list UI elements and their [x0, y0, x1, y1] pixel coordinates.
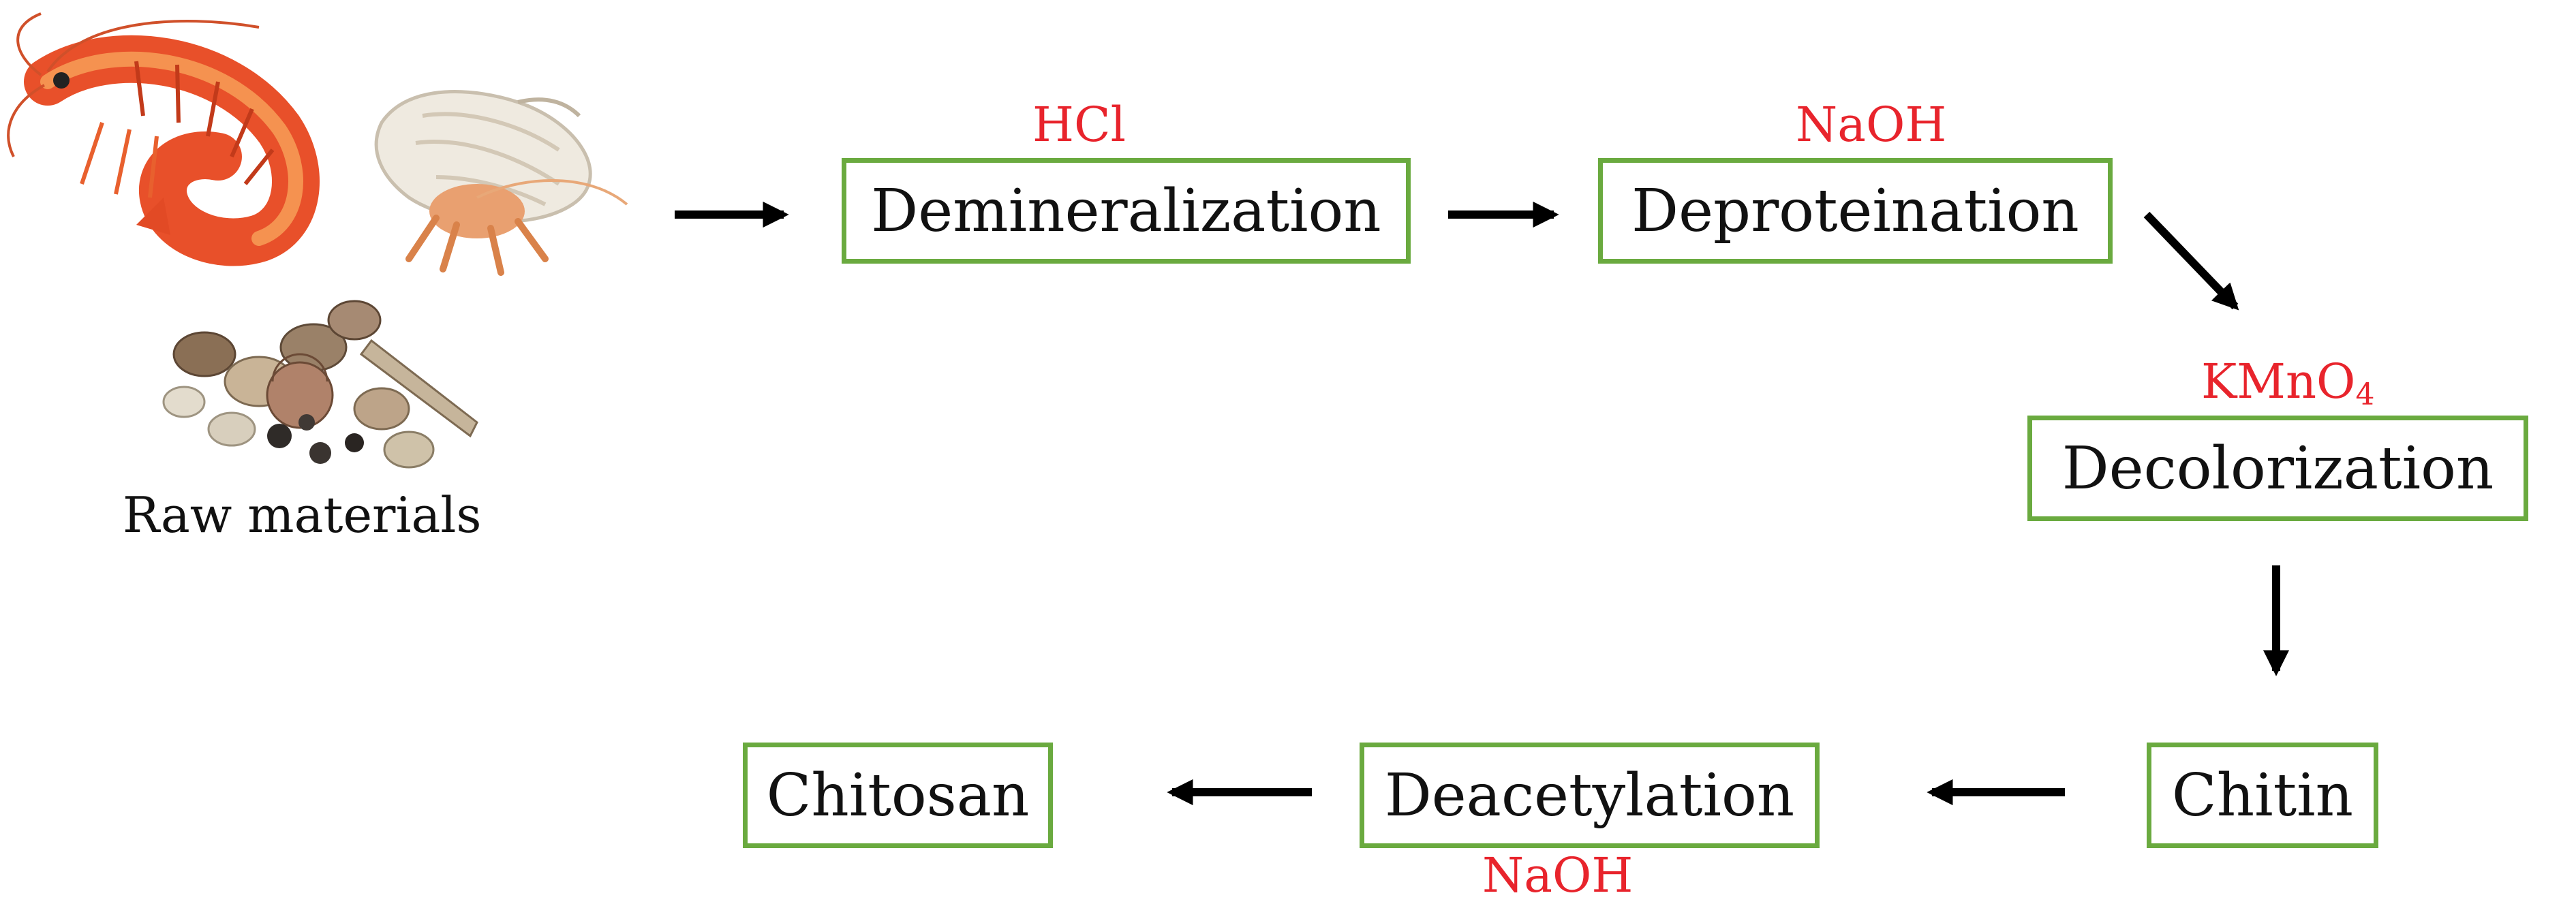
decolorization-box: Decolorization	[2027, 416, 2528, 521]
hermit-crab-illustration	[374, 90, 628, 276]
reagent-naoh-deacetylation: NaOH	[1482, 847, 1634, 903]
shells-clams-illustration	[162, 300, 478, 469]
chitosan-box: Chitosan	[743, 743, 1053, 848]
demineralization-label: Demineralization	[871, 176, 1381, 245]
demineralization-box: Demineralization	[842, 158, 1411, 264]
deproteination-box: Deproteination	[1598, 158, 2113, 264]
shrimp-illustration	[7, 12, 320, 266]
arrow-deproteination-to-decolorization	[2143, 211, 2239, 311]
reagent-naoh-deproteination: NaOH	[1796, 97, 1947, 153]
reagent-hcl: HCl	[1032, 97, 1126, 153]
raw-materials-caption: Raw materials	[123, 486, 482, 544]
chitin-label: Chitin	[2171, 761, 2354, 830]
deacetylation-label: Deacetylation	[1384, 761, 1795, 830]
chitosan-label: Chitosan	[766, 761, 1030, 830]
reagent-kmno4-subscript: 4	[2355, 377, 2375, 412]
deacetylation-box: Deacetylation	[1360, 743, 1820, 848]
chitin-box: Chitin	[2147, 743, 2378, 848]
decolorization-label: Decolorization	[2061, 434, 2494, 503]
reagent-kmno4: KMnO4	[2201, 358, 2374, 410]
deproteination-label: Deproteination	[1631, 176, 2079, 245]
reagent-kmno4-main: KMnO	[2201, 354, 2356, 409]
